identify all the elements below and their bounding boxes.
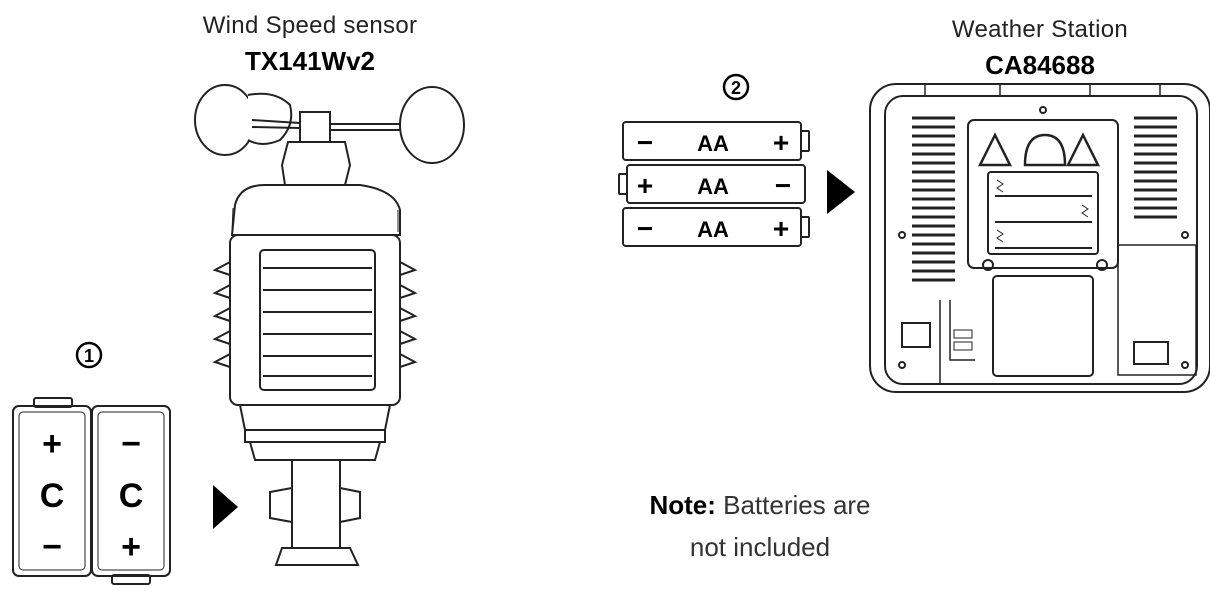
c-left-bottom-sign: − (42, 528, 62, 566)
aa3-left-sign: − (637, 213, 653, 244)
arrow-right-icon (827, 170, 855, 214)
aa3-right-sign: + (773, 213, 789, 244)
aa1-left-sign: − (637, 127, 653, 158)
c-right-top-sign: − (121, 425, 141, 463)
step-1-badge: 1 (75, 341, 103, 369)
sensor-name: Wind Speed sensor (202, 12, 418, 39)
arrow-right-icon (213, 485, 238, 529)
c-left-label: C (40, 477, 65, 515)
sensor-model: TX141Wv2 (244, 46, 376, 76)
c-right-bottom-sign: + (121, 528, 141, 566)
note-line-2: not included (689, 532, 831, 562)
aa1-right-sign: + (773, 127, 789, 158)
aa3-label: AA (697, 217, 729, 242)
station-name: Weather Station (951, 16, 1129, 43)
c-battery-right (91, 405, 171, 585)
c-left-top-sign: + (42, 425, 62, 463)
aa2-left-sign: + (637, 170, 653, 201)
note-line-1: Note: Batteries are (600, 490, 920, 521)
station-model: CA84688 (985, 50, 1095, 80)
aa2-right-sign: − (775, 170, 791, 201)
note-label: Note: (649, 490, 716, 520)
note-text-1: Batteries are (715, 490, 871, 520)
step-2-number: 2 (731, 78, 741, 98)
step-2-badge: 2 (722, 73, 750, 101)
aa1-label: AA (697, 131, 729, 156)
step-1-number: 1 (84, 346, 94, 366)
wind-sensor-illustration (194, 84, 465, 566)
c-right-label: C (119, 477, 144, 515)
aa2-label: AA (697, 174, 729, 199)
weather-station-illustration (869, 83, 1210, 393)
